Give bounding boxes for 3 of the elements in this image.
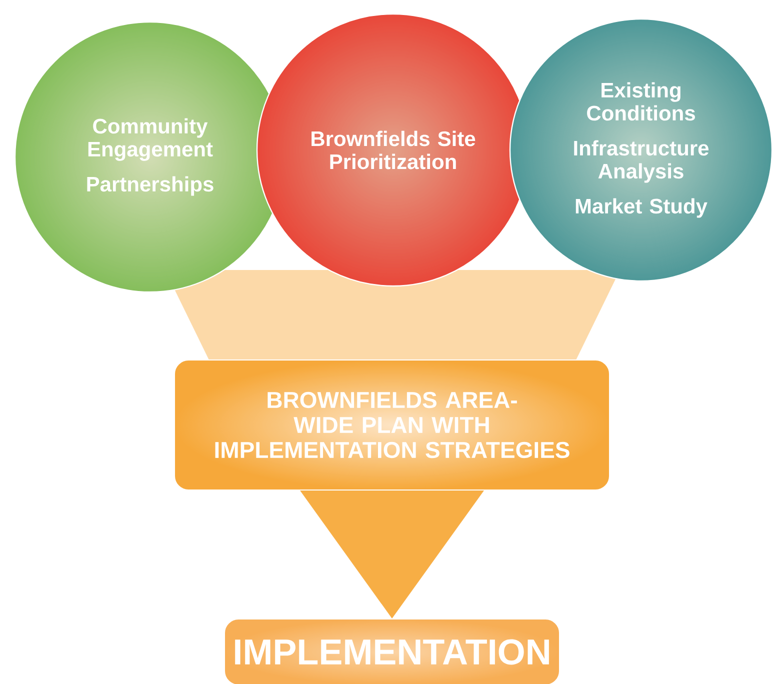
plan-box: BROWNFIELDS AREA-WIDE PLAN WITH IMPLEMENTATION STRATEGIES [174,360,610,490]
arrow [300,490,484,618]
result-box: IMPLEMENTATION [224,618,560,684]
